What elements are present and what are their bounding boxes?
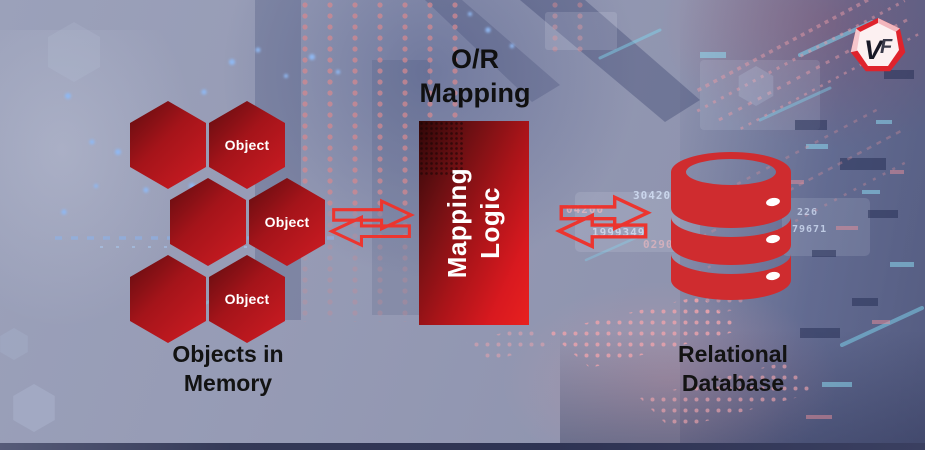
logo-letter-f: F: [880, 36, 893, 58]
brand-logo: V F: [850, 18, 906, 72]
objects-in-memory-caption: Objects in Memory: [130, 340, 326, 398]
caption-line: Memory: [183, 370, 273, 396]
mapping-logic-box: Mapping Logic: [419, 121, 529, 325]
object-hexagon: [130, 101, 206, 189]
background-digits: 226: [797, 207, 819, 218]
database-icon: [671, 152, 791, 300]
caption-line: Objects in: [172, 341, 284, 367]
right-double-arrow-icon: [555, 194, 652, 250]
relational-database-caption: Relational Database: [635, 340, 831, 398]
caption-line: Database: [681, 370, 785, 396]
background-digits: 79671: [792, 224, 828, 235]
logo-letter-v: V: [864, 35, 884, 65]
title-line: O/R: [450, 44, 499, 74]
mapping-logic-label: Mapping Logic: [441, 168, 507, 278]
object-hexagon-label: Object: [224, 291, 270, 307]
title-line: Mapping: [419, 78, 531, 108]
left-double-arrow-icon: [328, 198, 415, 248]
background-digits: 0290: [643, 238, 674, 251]
mapping-logic-rotated-wrap: Mapping Logic: [419, 121, 529, 325]
or-mapping-title: O/R Mapping: [394, 42, 556, 110]
object-hexagon: [170, 178, 246, 266]
mapping-logic-line: Mapping: [442, 167, 472, 279]
object-hexagon-label: Object: [224, 137, 270, 153]
object-hexagon-label: Object: [264, 214, 310, 230]
background-digits: 30420: [633, 189, 672, 202]
mapping-logic-line: Logic: [475, 187, 505, 259]
caption-line: Relational: [678, 341, 788, 367]
